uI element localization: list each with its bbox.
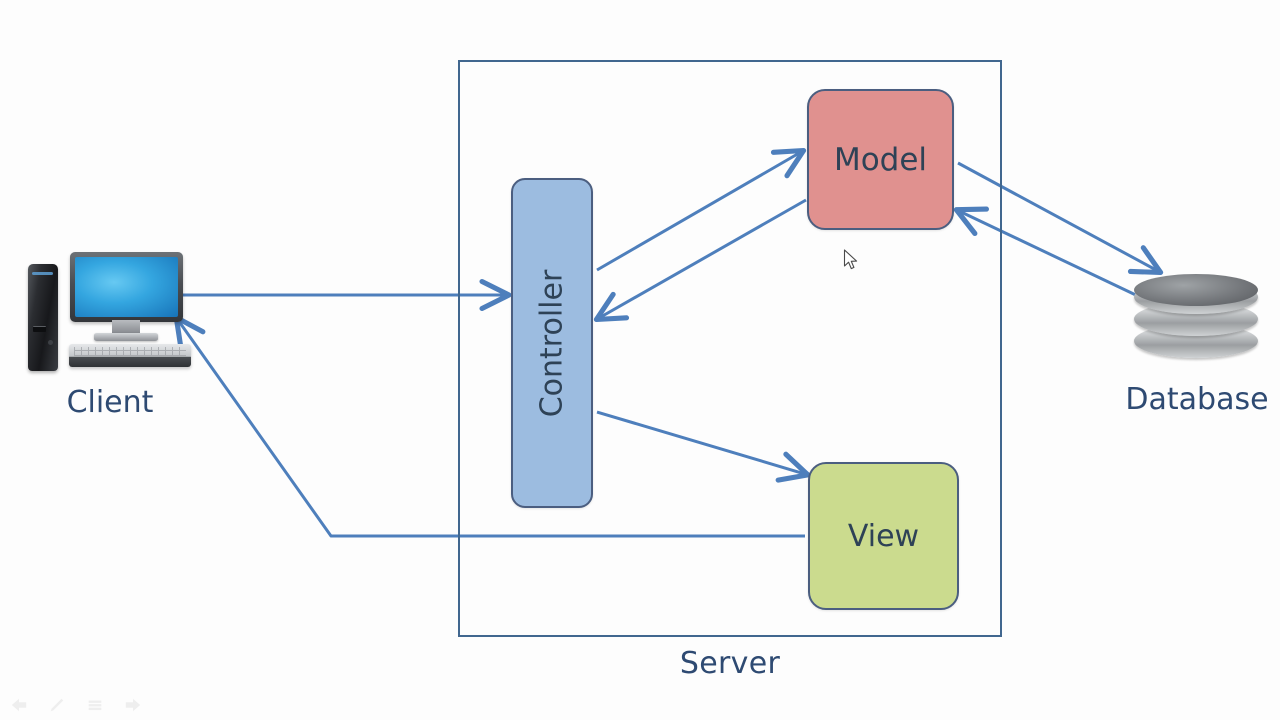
node-view[interactable]: View [808, 462, 959, 610]
node-controller-label: Controller [534, 269, 570, 417]
monitor-stand-base [94, 333, 158, 341]
database-label: Database [1125, 382, 1269, 417]
monitor-icon [70, 252, 183, 322]
menu-lines-icon[interactable] [84, 694, 106, 716]
client-label: Client [66, 385, 154, 420]
computer-tower-icon [28, 264, 58, 371]
tower-drive-slot [33, 326, 46, 332]
pen-icon[interactable] [46, 694, 68, 716]
database-top-cap [1134, 274, 1258, 306]
forward-arrow-icon[interactable] [122, 694, 144, 716]
keyboard-icon [69, 344, 191, 367]
database-cylinder-icon [1134, 274, 1258, 364]
server-label: Server [679, 646, 781, 681]
node-model-label: Model [833, 141, 928, 178]
node-controller[interactable]: Controller [511, 178, 593, 508]
monitor-stand-neck [112, 320, 140, 334]
tower-power-button [48, 340, 53, 345]
bottom-toolbar[interactable] [8, 694, 144, 716]
node-model[interactable]: Model [807, 89, 954, 230]
server-boundary [458, 60, 1002, 637]
mouse-cursor-icon [843, 249, 858, 270]
back-arrow-icon[interactable] [8, 694, 30, 716]
desktop-computer-icon [22, 252, 198, 377]
monitor-screen [75, 257, 178, 317]
node-view-label: View [847, 518, 920, 554]
